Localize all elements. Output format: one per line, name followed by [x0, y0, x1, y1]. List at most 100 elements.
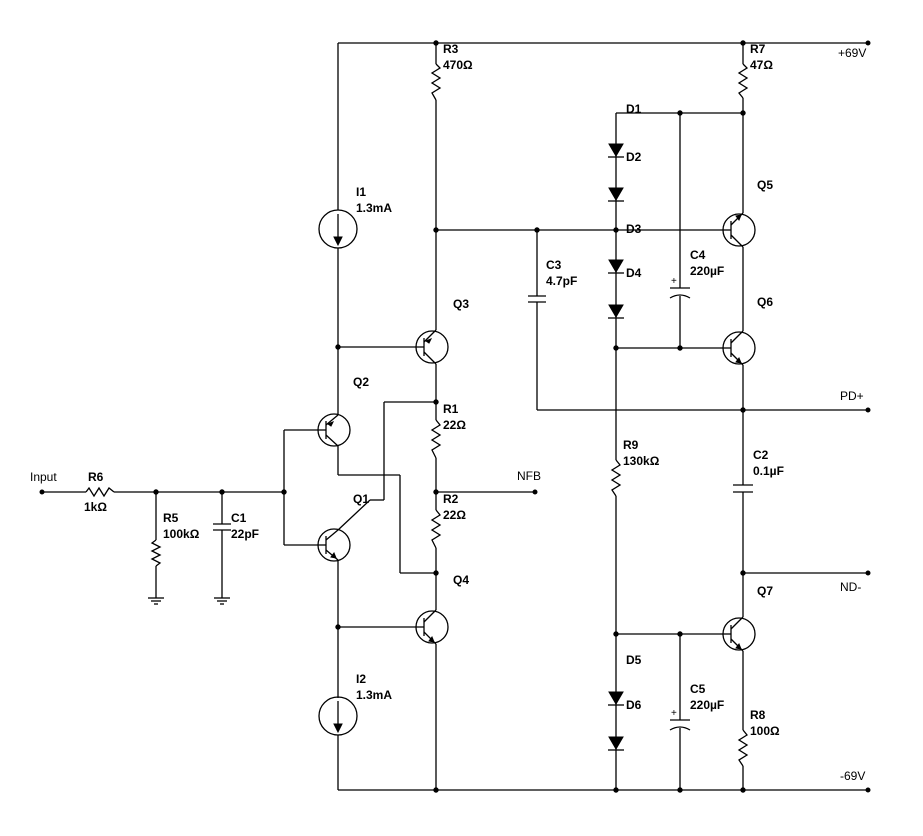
resistor-r9 — [610, 459, 622, 497]
resistor-r3 — [430, 63, 442, 101]
diode-d4 — [608, 259, 624, 274]
capacitor-c2 — [733, 484, 753, 493]
junction-dot — [677, 345, 683, 351]
r7-value: 47Ω — [750, 58, 773, 72]
net-label-vneg: -69V — [840, 769, 865, 783]
terminal-vpos — [865, 40, 871, 46]
net-label-pdp: PD+ — [840, 389, 864, 403]
capacitor-c3 — [528, 295, 546, 303]
diode-d3 — [608, 187, 624, 202]
transistor-q5 — [720, 212, 756, 248]
junction-dot — [281, 489, 287, 495]
junction-dot — [433, 40, 439, 46]
c3-ref: C3 — [546, 258, 562, 272]
i2-ref: I2 — [356, 672, 366, 686]
transistor-q3 — [415, 329, 449, 365]
capacitor-c5 — [669, 719, 691, 731]
c1-ref: C1 — [231, 511, 247, 525]
i1-ref: I1 — [356, 185, 366, 199]
r7-ref: R7 — [750, 42, 766, 56]
r9-value: 130kΩ — [623, 454, 660, 468]
d4-label: D4 — [626, 266, 642, 280]
r6-ref: R6 — [88, 470, 104, 484]
net-label-input: Input — [30, 470, 57, 484]
resistors — [85, 63, 749, 767]
net-label-vpos: +69V — [838, 46, 866, 60]
junction-dot — [740, 570, 746, 576]
r9-ref: R9 — [623, 438, 639, 452]
r3-value: 470Ω — [443, 58, 473, 72]
c1-value: 22pF — [231, 527, 259, 541]
c4-ref: C4 — [690, 248, 706, 262]
terminal-nfb — [532, 489, 538, 495]
diode-d2 — [608, 143, 624, 158]
junction-dot — [740, 787, 746, 793]
junction-dot — [677, 787, 683, 793]
resistor-r2 — [430, 509, 442, 549]
junction-dot — [153, 489, 159, 495]
q4-label: Q4 — [453, 573, 469, 587]
q2-label: Q2 — [353, 375, 369, 389]
diode-d5 — [608, 304, 624, 319]
c5-polarity-mark: + — [671, 708, 677, 719]
capacitor-c4 — [669, 287, 691, 299]
junction-dot — [677, 110, 683, 116]
junction-dot — [613, 345, 619, 351]
junction-dot — [740, 110, 746, 116]
r3-ref: R3 — [443, 42, 459, 56]
q7-label: Q7 — [757, 584, 773, 598]
c2-value: 0.1µF — [753, 464, 784, 478]
r5-value: 100kΩ — [163, 527, 200, 541]
ground-icon — [148, 597, 164, 605]
resistor-r5 — [150, 539, 162, 567]
q3-label: Q3 — [453, 297, 469, 311]
junction-dot — [677, 631, 683, 637]
junction-dots — [39, 40, 871, 793]
r1-ref: R1 — [443, 402, 459, 416]
net-label-nfb: NFB — [517, 469, 541, 483]
current-source-i2 — [318, 696, 358, 736]
junction-dot — [433, 570, 439, 576]
diode-d6 — [608, 691, 624, 706]
junction-dot — [433, 227, 439, 233]
current-source-i1 — [318, 209, 358, 249]
c4-polarity-mark: + — [671, 276, 677, 287]
q5-label: Q5 — [757, 178, 773, 192]
c2-ref: C2 — [753, 448, 769, 462]
labels: Input +69V -69V NFB PD+ ND- R6 1kΩ R5 10… — [30, 42, 866, 783]
r8-ref: R8 — [750, 708, 766, 722]
wires — [42, 42, 868, 791]
junction-dot — [534, 227, 540, 233]
capacitor-c1 — [213, 523, 231, 531]
c3-value: 4.7pF — [546, 274, 577, 288]
d6-label: D6 — [626, 698, 642, 712]
junction-dot — [613, 631, 619, 637]
q1-label: Q1 — [353, 492, 369, 506]
c5-ref: C5 — [690, 682, 706, 696]
d5-label: D5 — [626, 653, 642, 667]
capacitors — [213, 287, 753, 731]
i1-value: 1.3mA — [356, 201, 392, 215]
r6-value: 1kΩ — [84, 500, 107, 514]
transistor-q2 — [317, 413, 351, 447]
junction-dot — [335, 344, 341, 350]
junction-dot — [740, 40, 746, 46]
r8-value: 100Ω — [750, 724, 780, 738]
i2-value: 1.3mA — [356, 688, 392, 702]
junction-dot — [433, 489, 439, 495]
diodes — [608, 143, 624, 751]
r2-value: 22Ω — [443, 508, 466, 522]
junction-dot — [613, 787, 619, 793]
junction-dot — [433, 399, 439, 405]
net-label-ndm: ND- — [840, 580, 861, 594]
resistor-r1 — [430, 419, 442, 459]
c5-value: 220µF — [690, 698, 724, 712]
terminal-pdp — [865, 407, 871, 413]
r1-value: 22Ω — [443, 418, 466, 432]
terminal-input — [39, 489, 45, 495]
resistor-r6 — [85, 486, 115, 498]
d2-label: D2 — [626, 150, 642, 164]
junction-dot — [740, 407, 746, 413]
